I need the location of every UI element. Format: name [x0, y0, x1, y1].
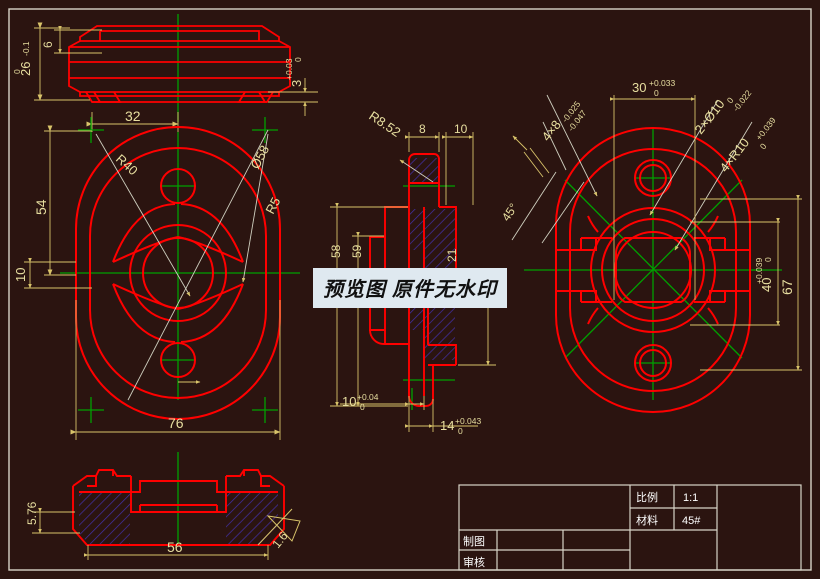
dim-21v: 21 — [445, 248, 459, 262]
dimension-lines — [32, 507, 269, 560]
bottom-section-view: 5.76 56 1.6 — [25, 452, 301, 560]
dim-26-tol-top: 0 — [12, 69, 22, 74]
middle-section-view: R8.52 8 10 58 59 21 10 +0.04 0 14 +0.043… — [329, 108, 496, 436]
surface-finish-symbol — [257, 508, 301, 546]
dim-3-tol-bottom: 0 — [293, 57, 303, 62]
dim-30-tol-top: +0.033 — [649, 78, 676, 88]
dimension-lines — [24, 125, 281, 440]
dim-67: 67 — [779, 279, 795, 295]
dim-40: 40 — [759, 278, 774, 292]
dim-59v: 59 — [350, 244, 364, 258]
main-plan-view: R40 Ø58 R5 54 10 76 — [13, 117, 300, 440]
dim-76: 76 — [168, 415, 184, 431]
title-scale-value: 1:1 — [683, 492, 698, 504]
dim-10: 10 — [13, 268, 28, 282]
dim-10tol: 10 — [342, 394, 356, 409]
dim-32: 32 — [125, 108, 141, 124]
dimension-lines — [512, 95, 802, 371]
dim-4xr10-tol-bottom: 0 — [758, 141, 769, 151]
dim-14tol-bottom: 0 — [458, 426, 463, 436]
dim-58v: 58 — [329, 244, 343, 258]
part-outline — [72, 469, 285, 546]
dim-54: 54 — [33, 199, 49, 215]
dim-40-tol-top: +0.039 — [754, 257, 764, 284]
centerlines — [60, 117, 300, 423]
dim-26: 26 — [18, 62, 33, 76]
dim-3-tol-top: +0.03 — [284, 58, 294, 80]
dim-576: 5.76 — [25, 501, 39, 525]
dim-3: 3 — [289, 80, 304, 87]
front-elevation-view: 26 0 -0.1 6 32 3 +0.03 0 — [12, 14, 318, 132]
dim-10tol-top: +0.04 — [357, 392, 379, 402]
dim-26-tol-bottom: -0.1 — [21, 41, 31, 56]
sheet-frame — [8, 8, 812, 571]
part-outline — [555, 127, 751, 413]
dim-30: 30 — [632, 80, 646, 95]
dim-2xd10-tol-top: 0 — [725, 95, 736, 105]
dim-56: 56 — [167, 539, 183, 555]
dim-8: 8 — [419, 122, 426, 136]
dim-10tol-bottom: 0 — [360, 402, 365, 412]
title-scale-label: 比例 — [636, 490, 658, 504]
dim-10b: 10 — [454, 122, 468, 136]
title-material-label: 材料 — [636, 513, 658, 527]
dim-r5: R5 — [262, 195, 283, 217]
section-hatching — [79, 492, 278, 545]
title-block[interactable]: 比例 1:1 材料 45# 制图 审核 — [458, 484, 802, 571]
dimension-lines — [34, 22, 318, 132]
dim-40-tol-bottom: 0 — [763, 257, 773, 262]
leader-lines — [511, 94, 753, 251]
leader-lines — [95, 129, 269, 401]
title-material-value: 45# — [682, 515, 701, 527]
dim-14tol: 14 — [440, 418, 454, 433]
title-drawn-label: 制图 — [463, 535, 485, 548]
dimension-text: 26 0 -0.1 6 32 3 +0.03 0 — [12, 41, 304, 124]
title-checked-label: 审核 — [463, 555, 485, 569]
dim-30-tol-bottom: 0 — [654, 88, 659, 98]
centerlines — [524, 128, 782, 400]
dim-6: 6 — [41, 41, 55, 48]
dim-14tol-top: +0.043 — [455, 416, 482, 426]
leader-lines — [399, 159, 434, 183]
part-outline — [68, 25, 291, 103]
watermark-overlay: 预览图 原件无水印 — [313, 268, 507, 308]
